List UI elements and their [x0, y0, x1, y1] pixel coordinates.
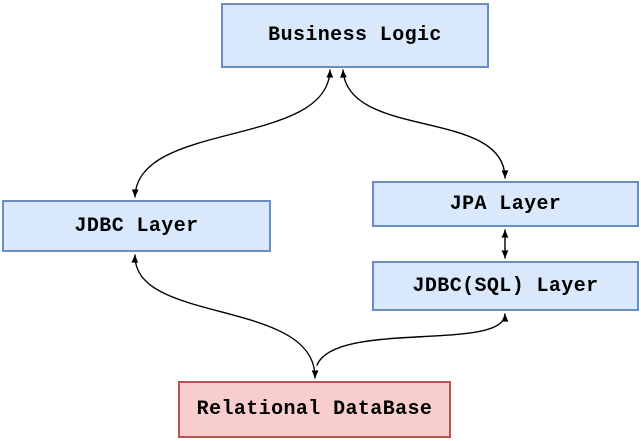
node-label: Relational DataBase: [196, 398, 433, 421]
node-label: Business Logic: [268, 24, 442, 47]
node-label: JDBC Layer: [74, 214, 199, 238]
node-business-logic: Business Logic: [221, 3, 489, 68]
node-label: JPA Layer: [449, 192, 562, 216]
edge-jdbc-layer-relational-database: [131, 254, 319, 379]
edge-jdbc-sql-layer-relational-database: [316, 313, 509, 366]
node-jpa-layer: JPA Layer: [372, 181, 639, 227]
node-jdbc-layer: JDBC Layer: [2, 200, 271, 252]
node-label: JDBC(SQL) Layer: [412, 274, 599, 298]
node-relational-database: Relational DataBase: [178, 381, 451, 438]
node-jdbc-sql-layer: JDBC(SQL) Layer: [372, 261, 639, 311]
edge-business-logic-jpa-layer: [340, 69, 509, 179]
edge-business-logic-jdbc-layer: [131, 69, 334, 198]
